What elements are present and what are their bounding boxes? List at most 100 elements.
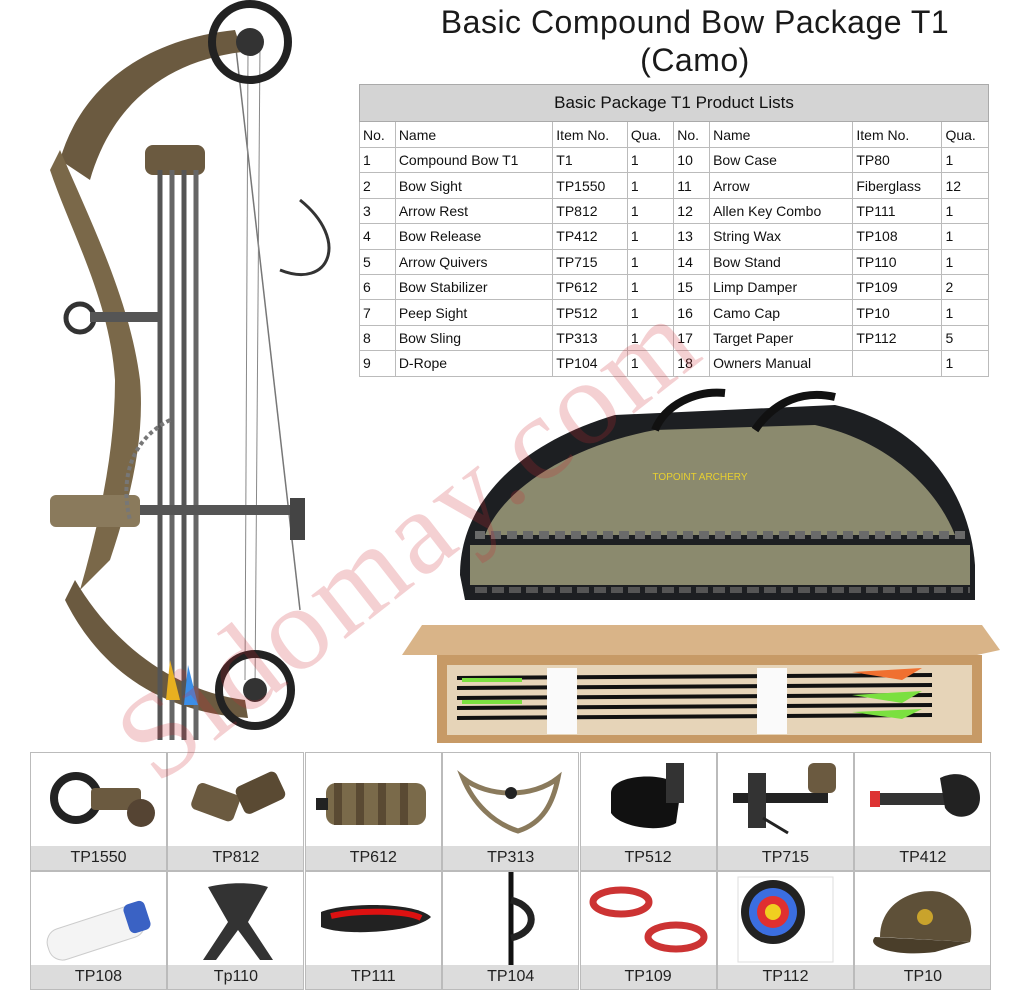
accessory-label: TP1550 [31,846,166,870]
cell-item-no: TP10 [852,299,943,326]
compound-bow-image [50,0,331,740]
cell-item-no: TP612 [552,273,628,301]
cell-name: String Wax [709,223,854,250]
accessory-cell: TP104 [442,871,580,990]
accessory-label: TP512 [580,846,716,870]
page-subtitle: (Camo) [640,42,750,78]
cell-no: 17 [673,324,711,352]
table-caption: Basic Package T1 Product Lists [359,84,989,122]
d-rope-icon [508,872,535,966]
accessory-label: TP313 [443,846,579,870]
cell-no: 10 [673,146,711,174]
cell-no: 2 [359,172,396,199]
cell-item-no [852,350,943,377]
accessory-cell: Tp110 [167,871,305,990]
accessory-cell: TP1550 [30,752,167,871]
cell-name: Arrow Quivers [394,248,554,275]
cell-name: Target Paper [709,324,854,352]
cell-item-no: TP1550 [552,172,628,199]
accessory-cell: TP512 [579,752,717,871]
cell-no: 15 [673,273,711,301]
cell-name: Arrow Rest [394,197,554,225]
cell-no: 6 [359,273,396,301]
cell-item-no: TP812 [552,197,628,225]
cell-no: 18 [673,350,711,377]
cell-item-no: TP108 [852,223,943,250]
cell-name: Peep Sight [394,299,554,326]
cell-item-no: TP110 [852,248,943,275]
accessory-cell: TP108 [30,871,167,990]
table-header-row: No. Name Item No. Qua. No. Name Item No.… [359,121,989,148]
accessory-cell: TP412 [854,752,992,871]
bow-stand-icon [203,883,274,960]
header-name: Name [709,121,854,148]
accessory-label: TP111 [305,965,441,989]
cell-name: Camo Cap [709,299,854,326]
cell-qua: 1 [626,172,675,199]
release-icon [870,774,981,817]
allen-key-icon [320,905,431,933]
header-no: No. [359,121,396,148]
product-list-table: Basic Package T1 Product Lists No. Name … [359,84,989,377]
cell-item-no: TP104 [552,350,628,377]
cell-qua: 1 [626,197,675,225]
accessory-label: TP10 [855,965,991,989]
header-qua: Qua. [941,121,989,148]
cell-name: Allen Key Combo [709,197,854,225]
accessory-cell: TP111 [304,871,442,990]
cell-item-no: TP313 [552,324,628,352]
bow-sling-icon [457,770,562,834]
accessory-label: TP812 [168,846,304,870]
cell-qua: 2 [941,273,989,301]
cell-item-no: TP80 [852,146,943,174]
cell-no: 5 [359,248,396,275]
cell-name: Bow Sling [394,324,554,352]
camo-cap-icon [873,891,972,954]
string-wax-icon [46,900,151,961]
accessory-label: TP612 [305,846,441,870]
cell-name: Compound Bow T1 [394,146,554,174]
accessory-cell: TP109 [579,871,717,990]
cell-item-no: Fiberglass [852,172,943,199]
cell-no: 3 [359,197,396,225]
bow-case-image: TOPOINT ARCHERY [460,388,975,600]
accessory-cell: TP313 [442,752,580,871]
accessory-cell: TP10 [854,871,992,990]
cell-qua: 1 [626,146,675,174]
header-item-no: Item No. [852,121,943,148]
cell-qua: 1 [941,299,989,326]
cell-qua: 1 [626,299,675,326]
cell-no: 14 [673,248,711,275]
cell-qua: 1 [941,197,989,225]
cell-qua: 1 [626,273,675,301]
accessory-label: TP108 [31,965,166,989]
cell-qua: 1 [941,146,989,174]
cell-no: 16 [673,299,711,326]
cell-item-no: TP109 [852,273,943,301]
cell-qua: 12 [941,172,989,199]
cell-qua: 1 [626,350,675,377]
cell-name: Bow Stabilizer [394,273,554,301]
header-qua: Qua. [626,121,675,148]
cell-name: Limp Damper [709,273,854,301]
cell-item-no: TP111 [852,197,943,225]
cell-name: Arrow [709,172,854,199]
accessory-label: TP104 [443,965,579,989]
limb-damper-icon [589,886,708,953]
cell-qua: 1 [626,248,675,275]
accessory-label: TP112 [718,965,853,989]
cell-no: 11 [673,172,711,199]
cell-name: Bow Case [709,146,854,174]
cell-item-no: TP715 [552,248,628,275]
accessory-cell: TP812 [167,752,305,871]
arrow-box-image [402,625,1000,743]
cell-qua: 1 [941,248,989,275]
